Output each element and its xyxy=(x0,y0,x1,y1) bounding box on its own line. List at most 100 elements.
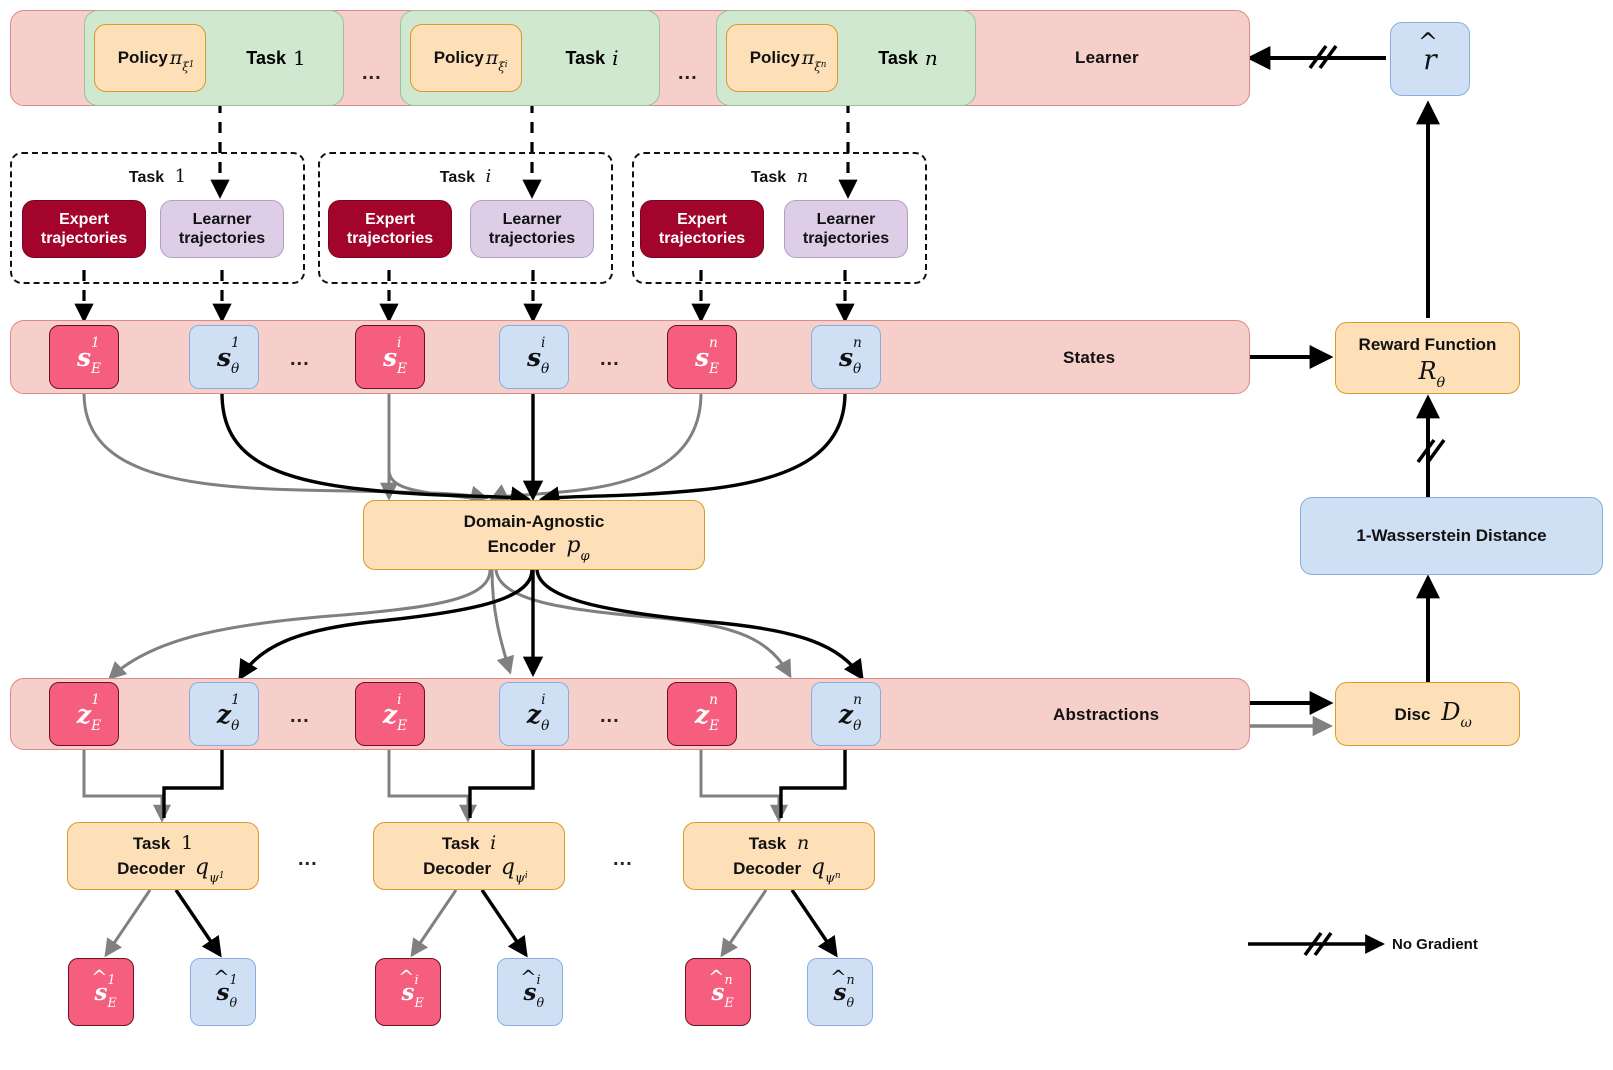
recon-sub-5: E xyxy=(724,995,734,1011)
task-label-text-1: Task xyxy=(246,47,286,68)
decoder-task-index-1: 1 xyxy=(181,831,194,854)
recon-sup-3: i xyxy=(414,971,419,987)
task-ellipsis-2: ... xyxy=(678,62,698,84)
group-title-index-i: i xyxy=(485,166,492,187)
recon-sup-2: 1 xyxy=(229,971,238,987)
task-label-n: Task n xyxy=(846,24,970,92)
state-chip-sub-2: θ xyxy=(231,360,240,377)
decoder-ellipsis-2: ... xyxy=(613,848,633,870)
decoder-task-label-i: Task xyxy=(441,833,480,853)
learner-band-label: Learner xyxy=(1075,48,1139,67)
decoder-ellipsis-1: ... xyxy=(298,848,318,870)
recon-sub-1: E xyxy=(107,995,117,1011)
state-chip-sub-6: θ xyxy=(853,360,862,377)
state-chip-sup-1: 1 xyxy=(91,334,100,351)
abs-chip-sub-4: θ xyxy=(541,717,550,734)
policy-label-n: Policy xyxy=(749,48,800,67)
group-title-text-n: Task xyxy=(750,169,787,186)
policy-label-i: Policy xyxy=(433,48,484,67)
decoder-task-index-n: n xyxy=(796,831,810,854)
state-chip-sup-6: n xyxy=(853,334,862,351)
expert-line1-n: Expert xyxy=(677,210,727,228)
decoder-task-label-1: Task xyxy=(132,833,171,853)
encoder-prefix: Encoder xyxy=(487,537,556,556)
trajectory-group-i xyxy=(318,152,613,284)
learner-line1-i: Learner xyxy=(502,210,562,228)
trajectory-group-title-n: Task n xyxy=(632,166,927,187)
task-label-text-i: Task xyxy=(565,47,606,68)
abs-chip-sub-6: θ xyxy=(853,717,862,734)
abs-chip-sup-4: i xyxy=(541,691,546,708)
wasserstein-distance-box[interactable]: 1-Wasserstein Distance xyxy=(1300,497,1603,575)
reward-function-label: Reward Function xyxy=(1358,334,1497,354)
recon-sub-2: θ xyxy=(229,995,238,1011)
recon-sup-6: n xyxy=(846,971,855,987)
state-chip-sup-4: i xyxy=(541,334,546,351)
learner-trajectories-box-i[interactable]: Learner trajectories xyxy=(470,200,594,258)
task-ellipsis-1: ... xyxy=(362,62,382,84)
task-label-1: Task 1 xyxy=(214,24,338,92)
reward-hat-box[interactable]: ^r xyxy=(1390,22,1470,96)
abs-chip-sup-2: 1 xyxy=(231,691,240,708)
disc-prefix: Disc xyxy=(1394,705,1431,725)
task-label-i: Task i xyxy=(530,24,654,92)
abs-chip-sup-3: i xyxy=(397,691,402,708)
learner-line1-n: Learner xyxy=(816,210,876,228)
decoder-prefix-n: Decoder xyxy=(733,859,802,879)
state-chip-sup-5: n xyxy=(709,334,718,351)
abs-chip-sup-1: 1 xyxy=(91,691,100,708)
trajectory-group-1 xyxy=(10,152,305,284)
decoder-line1-n: Task n xyxy=(749,830,809,858)
learner-line2-1: trajectories xyxy=(178,230,266,247)
task-index-i: i xyxy=(612,46,619,70)
expert-line1-1: Expert xyxy=(59,210,109,228)
task-index-n: n xyxy=(924,46,938,70)
trajectory-group-title-1: Task 1 xyxy=(10,166,305,187)
abs-chip-sup-5: n xyxy=(709,691,718,708)
recon-sup-1: 1 xyxy=(107,971,116,987)
decoder-task-label-n: Task xyxy=(748,833,787,853)
learner-line2-i: trajectories xyxy=(488,230,576,247)
decoder-line1-i: Task i xyxy=(442,830,496,858)
